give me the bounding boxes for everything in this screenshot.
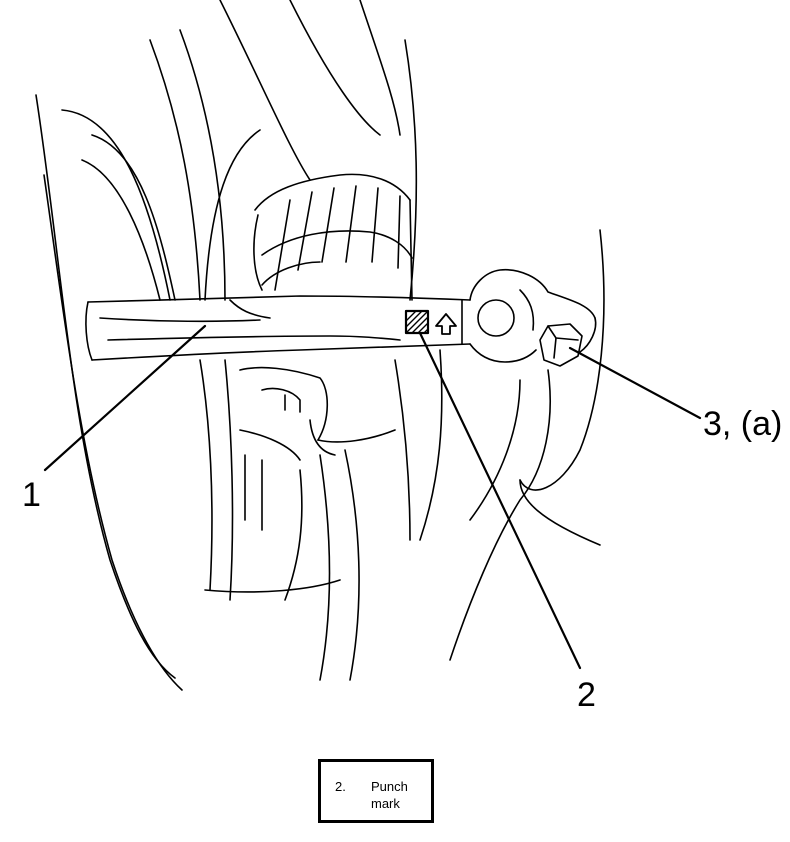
leader-line-3 [568, 346, 702, 420]
lateral-rod [85, 295, 471, 361]
body-panel-outline [35, 0, 401, 691]
up-arrow-icon [435, 313, 457, 335]
leader-line-2 [418, 331, 582, 670]
callout-1: 1 [22, 476, 41, 514]
legend-box: 2. Punch mark [318, 759, 434, 823]
legend-text: Punch mark [371, 779, 408, 811]
right-body-outline [419, 229, 605, 661]
rod-end-bracket [461, 268, 597, 363]
legend-number: 2. [335, 779, 346, 794]
leader-lines [43, 324, 702, 670]
leader-line-1 [43, 324, 207, 472]
callout-3: 3, (a) [703, 405, 783, 443]
axle-bracket [199, 39, 418, 681]
callout-2: 2 [577, 676, 596, 714]
strut-tower [204, 129, 413, 301]
punch-mark [404, 309, 430, 335]
bolt [539, 323, 583, 367]
